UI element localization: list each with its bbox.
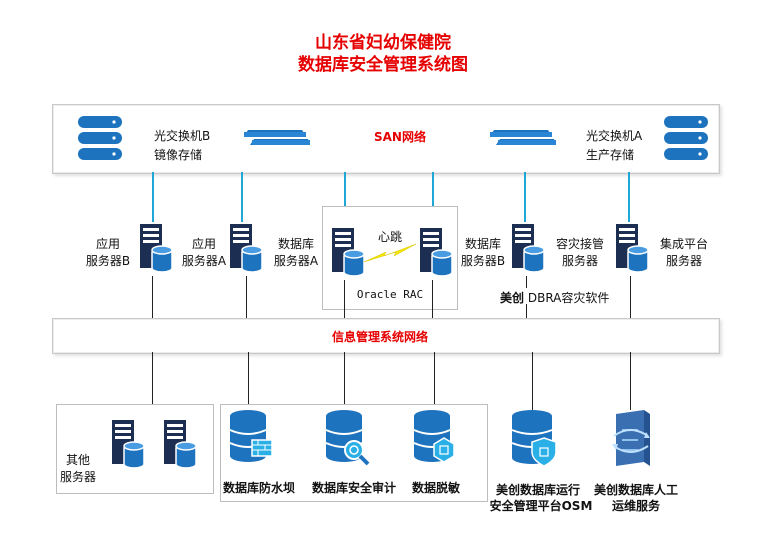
link-db-b-info (432, 280, 433, 318)
data-masking-label: 数据脱敏 (411, 481, 460, 495)
ops-label-1: 美创数据库人工 (593, 483, 678, 497)
dr-label-2: 服务器 (561, 254, 598, 268)
heartbeat-lightning-icon (363, 243, 417, 263)
san-link-dr (524, 172, 526, 222)
san-network-band (52, 104, 720, 174)
storage-left-icon (78, 116, 122, 160)
other-server-1-icon (112, 420, 145, 469)
ops-label-2: 运维服务 (611, 499, 660, 513)
storage-right-label-2: 生产存储 (586, 148, 635, 162)
db-audit-label: 数据库安全审计 (311, 481, 396, 495)
db-a-label-1: 数据库 (277, 237, 314, 251)
link-info-masking (434, 352, 435, 412)
server-db-a-icon (332, 228, 365, 277)
san-link-integration (628, 172, 630, 222)
server-app-a-icon (230, 224, 263, 273)
db-a-label-2: 服务器A (273, 254, 319, 268)
dbra-label: 美创 DBRA容灾软件 (500, 289, 609, 306)
other-servers-label-1: 其他 (65, 453, 90, 467)
link-app-a-info (246, 276, 247, 318)
link-info-ops (630, 352, 631, 410)
osm-label-1: 美创数据库运行 (495, 483, 580, 497)
link-info-osm (532, 352, 533, 410)
server-integration-icon (616, 224, 649, 273)
link-dr-info-a (526, 276, 527, 288)
link-info-firewall (248, 352, 249, 412)
app-a-label-1: 应用 (191, 237, 216, 251)
link-db-a-info (344, 280, 345, 318)
title-line2: 数据库安全管理系统图 (298, 55, 468, 75)
san-link-db-a (344, 172, 346, 222)
title-line1: 山东省妇幼保健院 (315, 33, 451, 53)
osm-platform-icon (511, 410, 557, 467)
link-dr-info-b (526, 304, 527, 318)
db-audit-icon (325, 410, 370, 466)
link-info-audit (344, 352, 345, 412)
link-info-other (152, 352, 153, 404)
server-app-b-icon (140, 224, 173, 273)
san-link-app-b (152, 172, 154, 222)
integration-label-1: 集成平台 (659, 237, 708, 251)
switch-right-icon (490, 130, 556, 145)
app-a-label-2: 服务器A (181, 254, 227, 268)
dbra-prefix: 美创 (500, 291, 525, 305)
ops-service-icon (612, 410, 650, 466)
db-b-label-1: 数据库 (464, 237, 501, 251)
san-link-db-b (432, 172, 434, 222)
data-masking-icon (413, 410, 455, 463)
storage-right-icon (664, 116, 708, 160)
storage-right-label-1: 光交换机A (586, 129, 643, 143)
integration-label-2: 服务器 (665, 254, 702, 268)
osm-label-2: 安全管理平台OSM (489, 499, 593, 513)
db-firewall-label: 数据库防水坝 (222, 481, 295, 495)
storage-left-label-1: 光交换机B (154, 129, 211, 143)
server-db-b-icon (420, 228, 453, 277)
link-app-b-info (152, 276, 153, 318)
link-integration-info (630, 276, 631, 318)
san-network-label: SAN网络 (374, 130, 426, 144)
server-dr-icon (512, 224, 545, 273)
switch-left-icon (244, 130, 310, 145)
info-network-label: 信息管理系统网络 (331, 330, 428, 344)
other-servers-label-2: 服务器 (59, 470, 96, 484)
other-server-2-icon (164, 420, 197, 469)
info-network-band (52, 318, 720, 354)
oracle-rac-label: Oracle RAC (356, 288, 424, 301)
db-firewall-icon (229, 410, 273, 462)
app-b-label-1: 应用 (95, 237, 120, 251)
db-b-label-2: 服务器B (460, 254, 506, 268)
heartbeat-label: 心跳 (377, 230, 402, 244)
san-link-app-a (241, 172, 243, 222)
dbra-suffix: DBRA容灾软件 (527, 291, 610, 305)
dr-label-1: 容灾接管 (555, 237, 604, 251)
storage-left-label-2: 镜像存储 (154, 148, 203, 162)
app-b-label-2: 服务器B (85, 254, 131, 268)
